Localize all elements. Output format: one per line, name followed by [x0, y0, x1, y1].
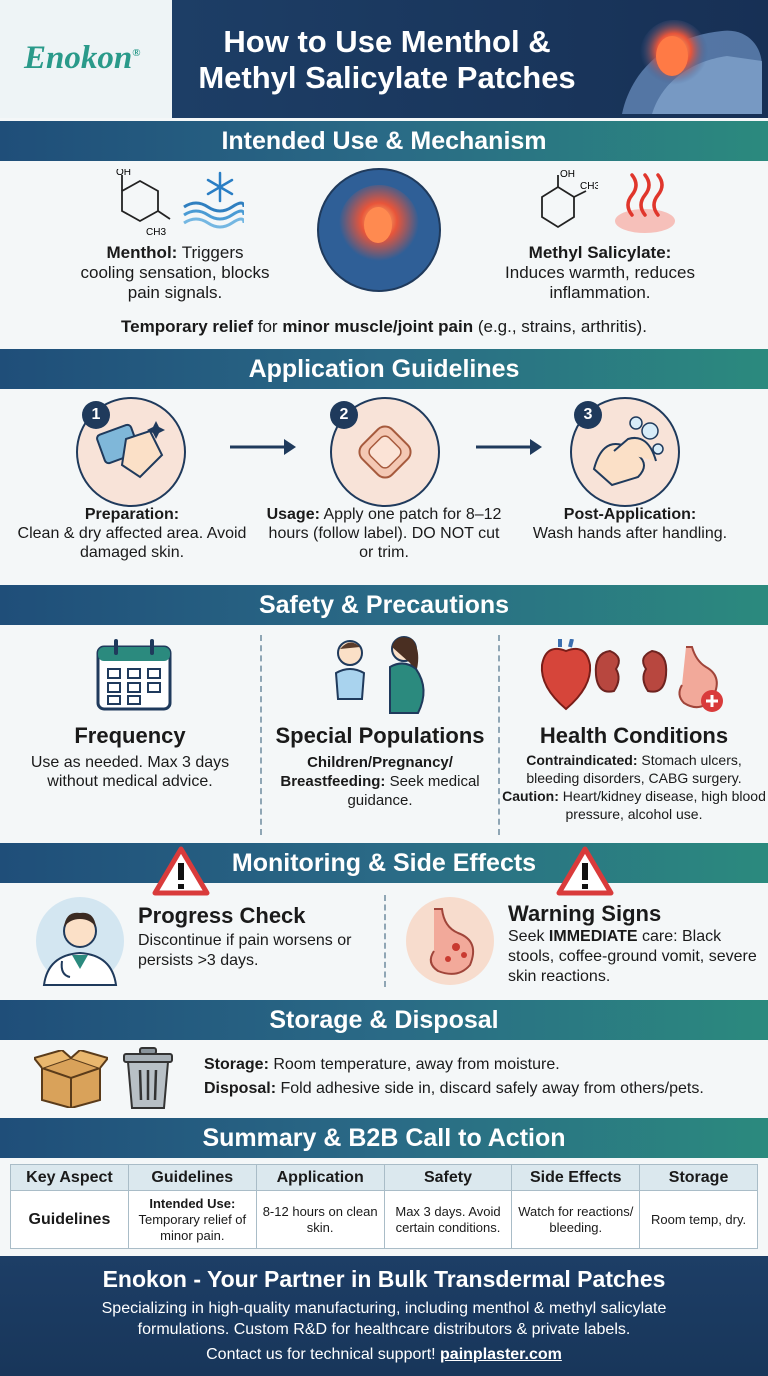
step-number: 1	[82, 401, 110, 429]
table-cell: 8-12 hours on clean skin.	[255, 1190, 385, 1249]
warning-signs-title: Warning Signs	[508, 901, 662, 926]
methyl-salicylate-molecule-icon: OH CH3	[541, 169, 598, 229]
table-cell: Intended Use:Temporary relief of minor p…	[127, 1190, 257, 1249]
warning-icon	[556, 846, 614, 896]
column-header: Guidelines	[127, 1164, 257, 1191]
menthol-description: Menthol: Triggers cooling sensation, blo…	[80, 243, 270, 302]
footer-title: Enokon - Your Partner in Bulk Transderma…	[102, 1266, 666, 1292]
column-header: Side Effects	[511, 1164, 641, 1191]
table-cell: Room temp, dry.	[639, 1190, 758, 1249]
step-number: 2	[330, 401, 358, 429]
intended-use-section: Intended Use & Mechanism OH CH3 OH CH3	[0, 121, 768, 349]
section-heading: Summary & B2B Call to Action	[0, 1118, 768, 1158]
step-3-text: Post-Application:Wash hands after handli…	[532, 506, 728, 542]
svg-text:OH: OH	[116, 169, 131, 178]
safety-section: Safety & Precautions Frequency Use as ne…	[0, 585, 768, 843]
brand-logo[interactable]: Enokon®	[24, 40, 141, 76]
column-header: Storage	[639, 1164, 758, 1191]
doctor-icon	[36, 897, 124, 986]
storage-text: Storage: Room temperature, away from moi…	[204, 1056, 560, 1073]
mother-child-icon	[334, 636, 425, 714]
snowflake-cooling-icon	[183, 171, 244, 229]
summary-section: Summary & B2B Call to Action Key Aspect …	[0, 1118, 768, 1256]
table-cell: Max 3 days. Avoid certain conditions.	[383, 1190, 513, 1249]
health-conditions-text: Contraindicated: Stomach ulcers, bleedin…	[502, 752, 766, 822]
salicylate-description: Methyl Salicylate: Induces warmth, reduc…	[505, 243, 695, 302]
step-2-text: Usage: Apply one patch for 8–12 hours (f…	[266, 506, 502, 561]
step-number: 3	[574, 401, 602, 429]
footer-contact: Contact us for technical support! painpl…	[206, 1346, 562, 1363]
hand-washing-icon	[592, 416, 664, 487]
divider	[384, 895, 386, 987]
divider	[498, 635, 500, 835]
table-header-row: Key Aspect Guidelines Application Safety…	[10, 1164, 758, 1191]
warning-icon	[152, 846, 210, 896]
step-1-circle	[76, 397, 186, 507]
section-heading: Monitoring & Side Effects	[0, 843, 768, 883]
step-1-text: Preparation:Clean & dry affected area. A…	[17, 506, 247, 561]
shoulder-pain-icon	[317, 168, 441, 292]
stomach-icon	[406, 897, 494, 985]
column-header: Application	[255, 1164, 385, 1191]
frequency-text: Use as needed. Max 3 days without medica…	[30, 754, 230, 790]
section-heading: Application Guidelines	[0, 349, 768, 389]
summary-table: Key Aspect Guidelines Application Safety…	[10, 1164, 758, 1249]
trash-can-icon	[123, 1047, 173, 1109]
website-link[interactable]: painplaster.com	[440, 1346, 562, 1363]
organs-icon	[540, 639, 723, 712]
special-populations-text: Children/Pregnancy/ Breastfeeding: Seek …	[280, 754, 480, 809]
cleaning-hand-icon	[96, 421, 165, 479]
box-icon	[34, 1050, 108, 1108]
svg-text:CH3: CH3	[580, 181, 598, 192]
health-conditions-title: Health Conditions	[539, 723, 729, 748]
table-cell: Guidelines	[10, 1190, 129, 1249]
application-section: Application Guidelines 1 2 3	[0, 349, 768, 585]
special-populations-title: Special Populations	[275, 723, 485, 748]
menthol-molecule-icon: OH CH3	[116, 169, 171, 238]
section-heading: Safety & Precautions	[0, 585, 768, 625]
heat-waves-icon	[615, 173, 675, 233]
divider	[260, 635, 262, 835]
footer: Enokon - Your Partner in Bulk Transderma…	[0, 1256, 768, 1376]
disposal-text: Disposal: Fold adhesive side in, discard…	[204, 1080, 704, 1097]
page-title: How to Use Menthol & Methyl Salicylate P…	[198, 24, 576, 95]
svg-text:CH3: CH3	[146, 227, 166, 238]
footer-description: Specializing in high-quality manufacturi…	[101, 1300, 667, 1338]
section-heading: Intended Use & Mechanism	[0, 121, 768, 161]
section-heading: Storage & Disposal	[0, 1000, 768, 1040]
storage-section: Storage & Disposal Storage: Room tempera…	[0, 1000, 768, 1118]
arrow-right-icon	[476, 439, 542, 455]
frequency-title: Frequency	[74, 723, 186, 748]
arrow-right-icon	[230, 439, 296, 455]
calendar-icon	[96, 639, 172, 711]
svg-text:OH: OH	[560, 169, 575, 180]
table-row: Guidelines Intended Use:Temporary relief…	[10, 1190, 758, 1249]
table-cell: Watch for reactions/ bleeding.	[511, 1190, 641, 1249]
shoulder-anatomy-icon	[622, 20, 762, 114]
patch-icon	[358, 425, 412, 479]
column-header: Safety	[383, 1164, 513, 1191]
monitoring-section: Monitoring & Side Effects Progress Check…	[0, 843, 768, 1000]
warning-signs-text: Seek IMMEDIATE care: Black stools, coffe…	[508, 928, 757, 985]
progress-check-text: Discontinue if pain worsens or persists …	[138, 932, 352, 969]
progress-check-title: Progress Check	[138, 903, 306, 928]
header: Enokon® How to Use Menthol & Methyl Sali…	[0, 0, 768, 118]
column-header: Key Aspect	[10, 1164, 129, 1191]
relief-statement: Temporary relief for minor muscle/joint …	[121, 317, 647, 336]
